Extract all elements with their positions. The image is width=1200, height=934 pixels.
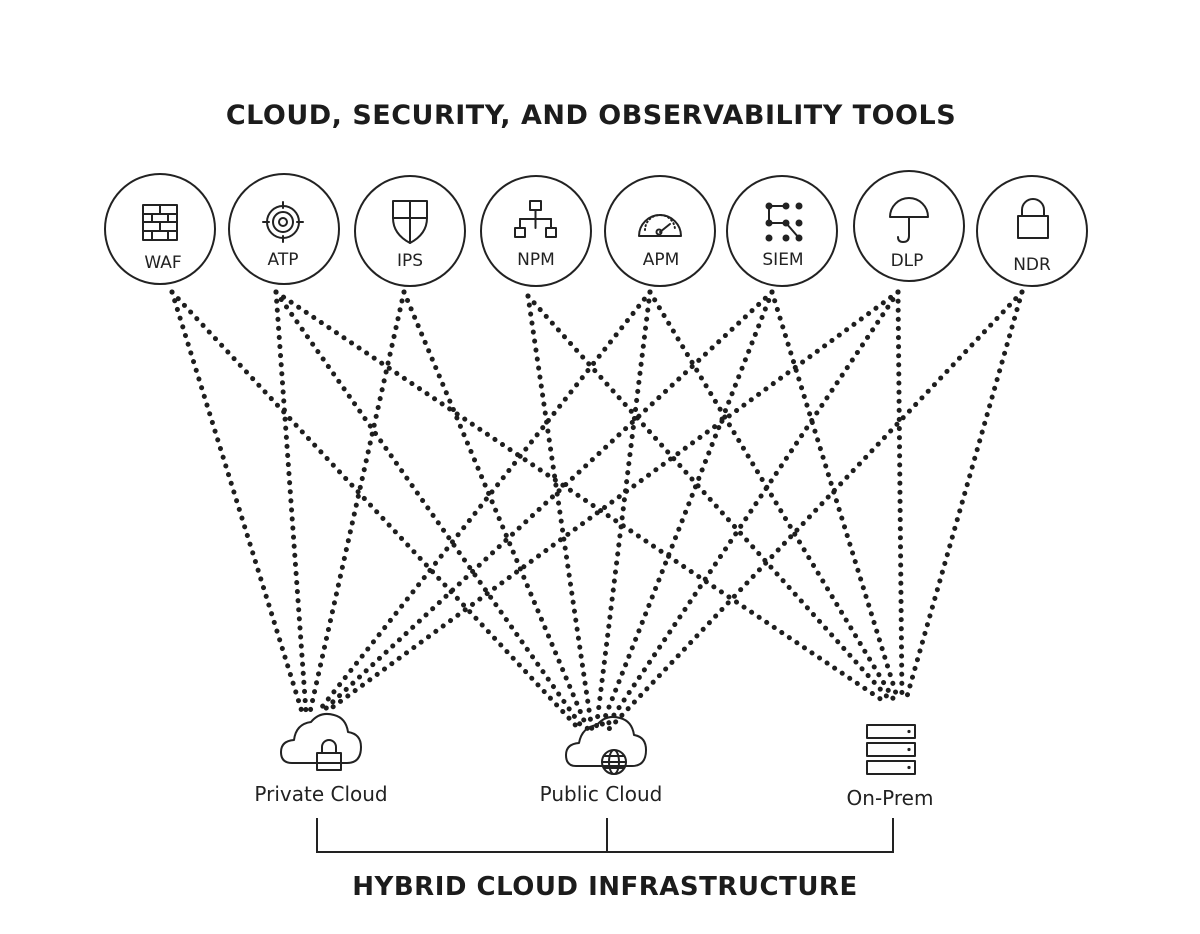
diagram-title: CLOUD, SECURITY, AND OBSERVABILITY TOOLS <box>226 100 956 131</box>
connection-atp-private <box>273 289 309 715</box>
server-stack-icon <box>866 724 916 775</box>
cloud-globe-icon <box>565 715 647 775</box>
tool-label-ndr: NDR <box>1013 255 1051 275</box>
connection-apm-public <box>593 289 653 733</box>
node-graph-icon <box>765 202 803 242</box>
tool-label-ips: IPS <box>397 251 423 271</box>
connection-npm-onprem <box>525 293 893 703</box>
connection-dlp-onprem <box>895 289 905 703</box>
infra-label-public-cloud: Public Cloud <box>540 782 663 806</box>
connection-atp-public <box>273 289 587 733</box>
gauge-icon <box>638 214 682 237</box>
tool-label-siem: SIEM <box>762 250 803 270</box>
connection-apm-private <box>315 289 653 715</box>
infrastructure-bracket <box>316 818 894 853</box>
tool-node-apm: APM <box>604 175 716 287</box>
infra-node-private-cloud: Private Cloud <box>254 712 388 806</box>
tool-node-siem: SIEM <box>726 175 838 287</box>
connection-siem-onprem <box>769 289 901 703</box>
infra-label-on-prem: On-Prem <box>847 786 934 810</box>
tool-node-atp: ATP <box>228 173 340 285</box>
tool-label-apm: APM <box>643 250 680 270</box>
target-icon <box>262 201 304 243</box>
connection-dlp-public <box>601 289 901 733</box>
connection-atp-onprem <box>273 289 885 703</box>
footer-title: HYBRID CLOUD INFRASTRUCTURE <box>352 872 857 902</box>
network-tree-icon <box>514 200 557 238</box>
tool-node-waf: WAF <box>104 173 216 285</box>
connection-waf-public <box>169 289 583 733</box>
tool-label-waf: WAF <box>144 253 181 273</box>
padlock-icon <box>1017 198 1049 239</box>
tool-node-npm: NPM <box>480 175 592 287</box>
brick-wall-icon <box>142 204 178 241</box>
cloud-lock-icon <box>280 712 362 771</box>
tool-label-dlp: DLP <box>891 251 924 271</box>
connection-ndr-public <box>605 289 1025 733</box>
connection-npm-public <box>525 293 595 733</box>
infra-node-public-cloud: Public Cloud <box>540 715 663 806</box>
connection-dlp-private <box>323 289 901 715</box>
connection-siem-public <box>597 289 775 733</box>
connection-ips-public <box>401 289 591 733</box>
umbrella-icon <box>889 197 929 243</box>
shield-icon <box>392 200 428 244</box>
tool-node-dlp: DLP <box>853 170 965 282</box>
infra-node-on-prem: On-Prem <box>847 724 934 810</box>
connection-lines <box>169 289 1025 733</box>
connection-waf-private <box>169 289 305 715</box>
infra-label-private-cloud: Private Cloud <box>254 782 387 806</box>
tool-node-ndr: NDR <box>976 175 1088 287</box>
tool-label-npm: NPM <box>517 250 555 270</box>
connection-ips-private <box>307 289 407 715</box>
connection-ndr-onprem <box>903 289 1025 703</box>
tool-node-ips: IPS <box>354 175 466 287</box>
connection-apm-onprem <box>647 289 897 703</box>
tool-label-atp: ATP <box>268 250 299 270</box>
connection-siem-private <box>319 289 775 715</box>
